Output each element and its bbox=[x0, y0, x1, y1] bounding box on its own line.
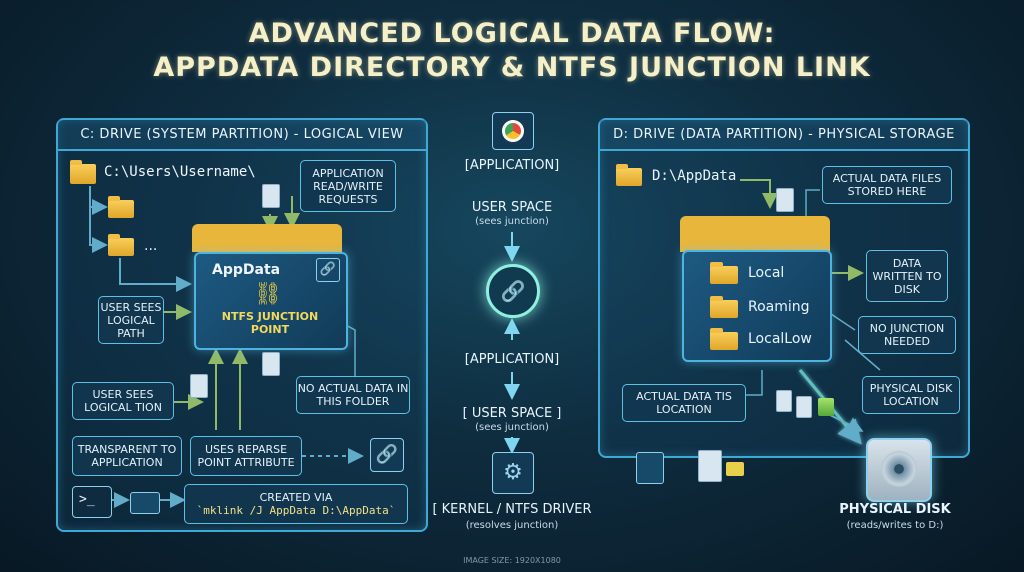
callout-no-junction: NO JUNCTION NEEDED bbox=[858, 316, 956, 354]
callout-app-requests: APPLICATION READ/WRITE REQUESTS bbox=[300, 160, 396, 212]
junction-point-label: NTFS JUNCTION POINT bbox=[221, 310, 319, 336]
folder-icon bbox=[70, 160, 96, 184]
sees-junction-bottom: (sees junction) bbox=[475, 422, 549, 433]
callout-reparse: USES REPARSE POINT ATTRIBUTE bbox=[190, 436, 302, 476]
document-icon bbox=[796, 396, 812, 418]
d-path-label: D:\AppData bbox=[652, 168, 737, 184]
browser-app-icon bbox=[492, 112, 534, 150]
sees-junction-top: (sees junction) bbox=[475, 216, 549, 227]
line-actual-loc bbox=[746, 370, 763, 396]
callout-transparent: TRANSPARENT TO APPLICATION bbox=[72, 436, 182, 476]
left-panel-header: C: DRIVE (SYSTEM PARTITION) - LOGICAL VI… bbox=[58, 120, 426, 151]
user-space-top: USER SPACE bbox=[471, 200, 553, 215]
physical-disk-sub: (reads/writes to D:) bbox=[846, 520, 944, 531]
kernel-label: [ KERNEL / NTFS DRIVER bbox=[432, 502, 592, 517]
app-label-top: [APPLICATION] bbox=[464, 158, 560, 173]
junction-link-hub-icon: 🔗 bbox=[486, 264, 540, 318]
diagram-title-line1: ADVANCED LOGICAL DATA FLOW: bbox=[248, 18, 776, 49]
diagram-title-line2: APPDATA DIRECTORY & NTFS JUNCTION LINK bbox=[153, 52, 871, 83]
folder-icon bbox=[710, 328, 738, 350]
link-icon: 🔗 bbox=[370, 438, 404, 472]
appdata-label: AppData bbox=[212, 262, 281, 278]
app-label-bottom: [APPLICATION] bbox=[464, 352, 560, 367]
appdata-folder-back bbox=[192, 224, 342, 252]
callout-data-written: DATA WRITTEN TO DISK bbox=[866, 250, 948, 302]
document-icon bbox=[776, 188, 794, 212]
tree-line-3 bbox=[119, 258, 192, 292]
line-physical-loc bbox=[844, 339, 881, 371]
folder-outline-icon bbox=[130, 492, 160, 514]
check-icon bbox=[726, 462, 744, 476]
appdata-folder[interactable] bbox=[194, 252, 348, 350]
terminal-icon: >_ bbox=[72, 486, 112, 518]
right-panel-header: D: DRIVE (DATA PARTITION) - PHYSICAL STO… bbox=[600, 120, 968, 151]
mklink-command: `mklink /J AppData D:\AppData` bbox=[196, 504, 396, 517]
c-path-label: C:\Users\Username\ bbox=[104, 164, 256, 180]
folder-icon bbox=[108, 234, 134, 256]
document-icon bbox=[698, 450, 722, 482]
subfolder-local[interactable]: Local bbox=[748, 265, 785, 281]
document-icon bbox=[776, 390, 792, 412]
link-icon: 🔗 bbox=[316, 258, 340, 282]
document-icon bbox=[190, 374, 208, 398]
callout-user-sees-path: USER SEES LOGICAL PATH bbox=[98, 296, 164, 344]
subfolder-roaming[interactable]: Roaming bbox=[748, 299, 810, 315]
callout-actual-location: ACTUAL DATA TIS LOCATION bbox=[622, 384, 746, 422]
resolves-label: (resolves junction) bbox=[465, 520, 559, 531]
terminal-prompt: >_ bbox=[79, 492, 95, 507]
document-icon bbox=[262, 352, 280, 376]
created-via-label: CREATED VIA bbox=[259, 491, 333, 504]
callout-user-sees-tion: USER SEES LOGICAL TION bbox=[72, 382, 174, 420]
document-icon bbox=[262, 184, 280, 208]
ellipsis-label: ... bbox=[144, 238, 158, 254]
d-appdata-folder[interactable] bbox=[682, 250, 832, 362]
chrome-icon bbox=[502, 120, 524, 142]
user-space-bottom: [ USER SPACE ] bbox=[462, 406, 562, 421]
image-size-footer: IMAGE SIZE: 1920X1080 bbox=[463, 556, 561, 565]
arrow-d-path bbox=[740, 179, 778, 209]
callout-physical-location: PHYSICAL DISK LOCATION bbox=[862, 376, 960, 414]
gear-icon: ⚙ bbox=[492, 452, 534, 494]
physical-disk-label: PHYSICAL DISK bbox=[839, 502, 951, 517]
arrow-files-disk bbox=[829, 414, 864, 432]
folder-icon bbox=[710, 296, 738, 318]
disk-platter bbox=[881, 451, 917, 487]
folder-icon bbox=[710, 262, 738, 284]
hard-disk-icon bbox=[866, 438, 932, 502]
d-appdata-folder-back bbox=[680, 216, 830, 252]
callout-created-via: CREATED VIA `mklink /J AppData D:\AppDat… bbox=[184, 484, 408, 524]
tree-line-2 bbox=[89, 207, 108, 253]
layers-icon bbox=[818, 398, 834, 416]
chain-link-icon: ⛓ bbox=[254, 282, 282, 307]
subfolder-locallow[interactable]: LocalLow bbox=[748, 331, 812, 347]
code-file-icon bbox=[636, 452, 664, 484]
callout-no-actual-data: NO ACTUAL DATA IN THIS FOLDER bbox=[296, 376, 410, 414]
folder-icon bbox=[108, 196, 134, 218]
callout-actual-files: ACTUAL DATA FILES STORED HERE bbox=[822, 166, 952, 204]
folder-icon bbox=[616, 164, 642, 186]
